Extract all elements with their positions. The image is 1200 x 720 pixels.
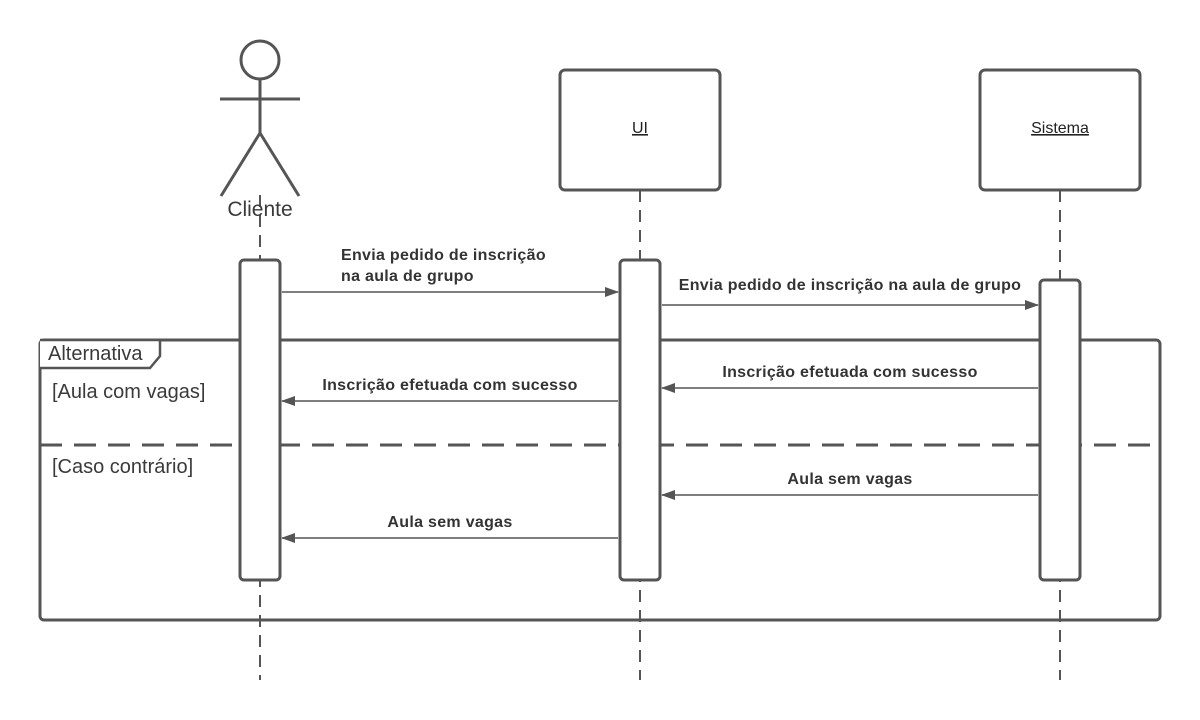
activation-cliente <box>238 258 282 582</box>
message-6: Aula sem vagas <box>281 514 618 543</box>
guard-with-vacancies: [Aula com vagas] <box>52 381 205 403</box>
message-1-label-line1: Envia pedido de inscrição <box>341 247 546 264</box>
alt-operator-label: Alternativa <box>48 343 143 365</box>
message-4-label: Inscrição efetuada com sucesso <box>322 377 577 394</box>
participant-ui: UI <box>558 68 722 192</box>
actor-cliente: Cliente <box>219 39 301 221</box>
message-4: Inscrição efetuada com sucesso <box>281 377 618 406</box>
alt-operator-tab <box>40 338 162 370</box>
actor-right-leg <box>258 132 301 197</box>
guard-otherwise: [Caso contrário] <box>52 456 193 478</box>
alt-fragment: Alternativa [Aula com vagas] [Caso contr… <box>38 338 1162 622</box>
participant-sistema-label: Sistema <box>1031 120 1089 137</box>
participant-sistema-box <box>978 68 1142 192</box>
activation-ui <box>618 258 662 582</box>
message-2: Envia pedido de inscrição na aula de gru… <box>662 277 1039 310</box>
activation-sistema <box>1038 278 1082 582</box>
alt-fragment-frame <box>38 338 1162 622</box>
message-3-label: Inscrição efetuada com sucesso <box>722 364 977 381</box>
actor-head <box>239 39 281 81</box>
message-1: Envia pedido de inscrição na aula de gru… <box>282 247 619 297</box>
actor-label: Cliente <box>227 198 292 221</box>
actor-left-leg <box>219 132 262 197</box>
message-5-label: Aula sem vagas <box>787 471 912 488</box>
participant-sistema: Sistema <box>978 68 1142 192</box>
message-6-label: Aula sem vagas <box>387 514 512 531</box>
message-3: Inscrição efetuada com sucesso <box>661 364 1038 393</box>
message-2-label: Envia pedido de inscrição na aula de gru… <box>679 277 1021 294</box>
participant-ui-box <box>558 68 722 192</box>
message-1-label-line2: na aula de grupo <box>341 268 474 285</box>
participant-ui-label: UI <box>632 120 648 137</box>
message-5: Aula sem vagas <box>661 471 1038 500</box>
